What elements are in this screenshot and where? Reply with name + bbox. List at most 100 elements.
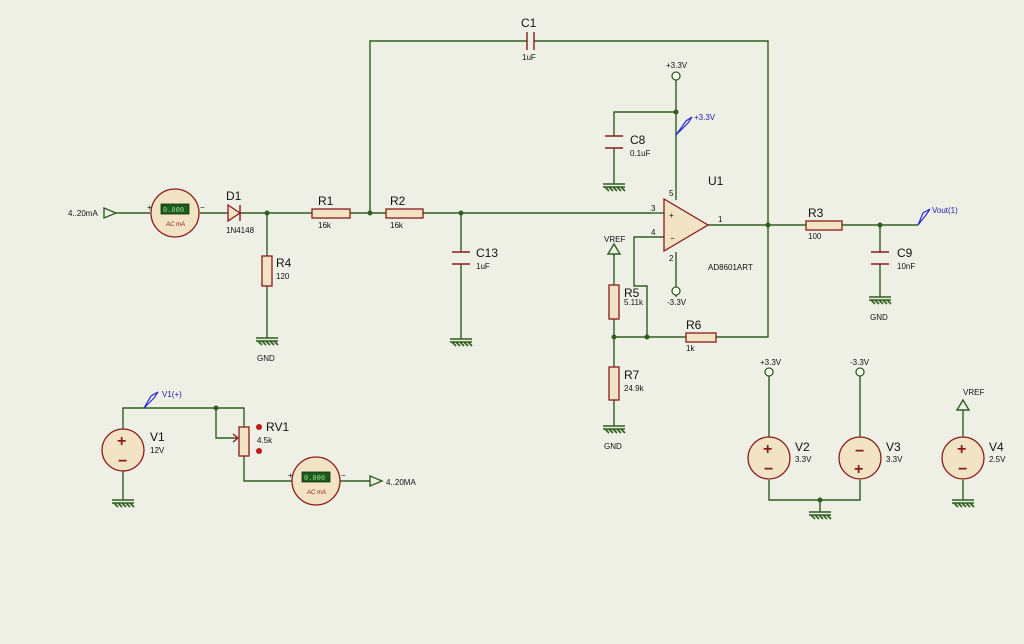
r3-ref: R3 xyxy=(808,206,824,220)
ground-v4 xyxy=(952,499,975,508)
capacitor-c1[interactable]: C1 1uF xyxy=(520,16,541,62)
r1-ref: R1 xyxy=(318,194,334,208)
resistor-r2[interactable]: R2 16k xyxy=(385,194,424,230)
resistor-r6[interactable]: R6 1k xyxy=(685,318,717,353)
diode-d1[interactable]: D1 1N4148 xyxy=(226,189,255,235)
u1-pin1: 1 xyxy=(718,215,723,224)
resistor-r7[interactable]: R7 24.9k xyxy=(608,366,645,401)
v4-value: 2.5V xyxy=(989,455,1006,464)
ground-v2v3 xyxy=(809,511,832,520)
source-v1[interactable]: + − V1 12V xyxy=(101,428,165,472)
c1-value: 1uF xyxy=(522,53,536,62)
d1-ref: D1 xyxy=(226,189,242,203)
svg-text:+3.3V: +3.3V xyxy=(666,61,688,70)
ground-v1 xyxy=(112,499,135,508)
u1-pin5: 5 xyxy=(669,189,674,198)
u1-ref: U1 xyxy=(708,174,724,188)
v3-ref: V3 xyxy=(886,440,901,454)
ground-r7: GND xyxy=(603,425,626,451)
v3-rail-terminal[interactable]: -3.3V xyxy=(850,358,870,377)
svg-text:-3.3V: -3.3V xyxy=(667,298,687,307)
v3-value: 3.3V xyxy=(886,455,903,464)
output-terminal[interactable]: 4..20MA xyxy=(369,474,416,488)
c9-value: 10nF xyxy=(897,262,915,271)
svg-text:0.000: 0.000 xyxy=(304,474,325,482)
ground-r4: GND xyxy=(256,337,279,363)
r5-value: 5.11k xyxy=(624,298,644,307)
svg-text:+: + xyxy=(854,461,863,478)
probe-vcc[interactable]: +3.3V xyxy=(675,113,716,136)
v4-ref: V4 xyxy=(989,440,1004,454)
c9-ref: C9 xyxy=(897,246,913,260)
svg-text:−: − xyxy=(855,443,864,460)
capacitor-c9[interactable]: C9 10nF xyxy=(871,246,915,271)
u1-pin3: 3 xyxy=(651,204,656,213)
capacitor-c8[interactable]: C8 0.1uF xyxy=(605,133,651,158)
resistor-r3[interactable]: R3 100 xyxy=(805,206,843,241)
input-terminal[interactable]: 4..20mA xyxy=(68,206,118,220)
ground-c13 xyxy=(450,338,473,347)
svg-text:+3.3V: +3.3V xyxy=(694,113,716,122)
u1-pin4: 4 xyxy=(651,228,656,237)
svg-text:GND: GND xyxy=(604,442,622,451)
u1-vpos-terminal[interactable]: +3.3V xyxy=(666,61,688,81)
c1-ref: C1 xyxy=(521,16,537,30)
r2-ref: R2 xyxy=(390,194,406,208)
v4-vref-terminal[interactable]: VREF xyxy=(955,388,984,411)
resistor-r1[interactable]: R1 16k xyxy=(311,194,351,230)
svg-text:−: − xyxy=(200,203,205,212)
resistor-r5[interactable]: R5 5.11k xyxy=(608,284,644,320)
u1-value: AD8601ART xyxy=(708,263,753,272)
probe-vout[interactable]: Vout(1) xyxy=(917,206,958,226)
ground-c9: GND xyxy=(869,296,892,322)
u1-vneg-terminal[interactable]: -3.3V xyxy=(667,286,687,307)
source-v4[interactable]: + − V4 2.5V xyxy=(941,436,1006,480)
svg-text:+3.3V: +3.3V xyxy=(760,358,782,367)
capacitor-c13[interactable]: C13 1uF xyxy=(452,246,498,271)
v2-value: 3.3V xyxy=(795,455,812,464)
svg-text:−: − xyxy=(118,453,127,470)
c13-ref: C13 xyxy=(476,246,498,260)
svg-text:−: − xyxy=(670,234,675,243)
resistor-r4[interactable]: R4 120 xyxy=(261,255,292,287)
probe-v1[interactable]: V1(+) xyxy=(143,390,182,409)
r5-ref: R5 xyxy=(624,286,640,300)
input-terminal-label: 4..20mA xyxy=(68,209,98,218)
svg-text:+: + xyxy=(147,203,152,212)
ammeter-1[interactable]: 0.000 AC mA + − xyxy=(147,188,205,238)
ammeter-2[interactable]: 0.000 AC mA + − xyxy=(288,456,346,506)
svg-text:GND: GND xyxy=(870,313,888,322)
svg-text:+: + xyxy=(117,433,126,450)
rv1-value: 4.5k xyxy=(257,436,273,445)
svg-text:GND: GND xyxy=(257,354,275,363)
svg-text:V1(+): V1(+) xyxy=(162,390,182,399)
r1-value: 16k xyxy=(318,221,332,230)
v2-ref: V2 xyxy=(795,440,810,454)
u1-pin2: 2 xyxy=(669,254,674,263)
potentiometer-rv1[interactable]: RV1 4.5k xyxy=(232,420,289,457)
c13-value: 1uF xyxy=(476,262,490,271)
svg-text:−: − xyxy=(341,471,346,480)
svg-text:−: − xyxy=(958,461,967,478)
source-v3[interactable]: − + V3 3.3V xyxy=(838,436,903,480)
c8-value: 0.1uF xyxy=(630,149,651,158)
r4-value: 120 xyxy=(276,272,290,281)
ammeter-2-label: AC mA xyxy=(306,490,326,496)
svg-text:VREF: VREF xyxy=(963,388,984,397)
source-v2[interactable]: + − V2 3.3V xyxy=(747,436,812,480)
svg-text:+: + xyxy=(957,441,966,458)
svg-text:+: + xyxy=(669,211,674,220)
r4-ref: R4 xyxy=(276,256,292,270)
ammeter-1-label: AC mA xyxy=(165,222,185,228)
r7-value: 24.9k xyxy=(624,384,645,393)
r6-ref: R6 xyxy=(686,318,702,332)
svg-text:+: + xyxy=(288,471,293,480)
r6-value: 1k xyxy=(686,344,695,353)
svg-text:−: − xyxy=(764,461,773,478)
vref-terminal-top[interactable]: VREF xyxy=(604,235,625,256)
rv1-ref: RV1 xyxy=(266,420,289,434)
opamp-u1[interactable]: + − 3 4 5 2 1 U1 AD8601ART xyxy=(651,174,753,272)
v2-rail-terminal[interactable]: +3.3V xyxy=(760,358,782,377)
ground-c8 xyxy=(603,183,626,192)
